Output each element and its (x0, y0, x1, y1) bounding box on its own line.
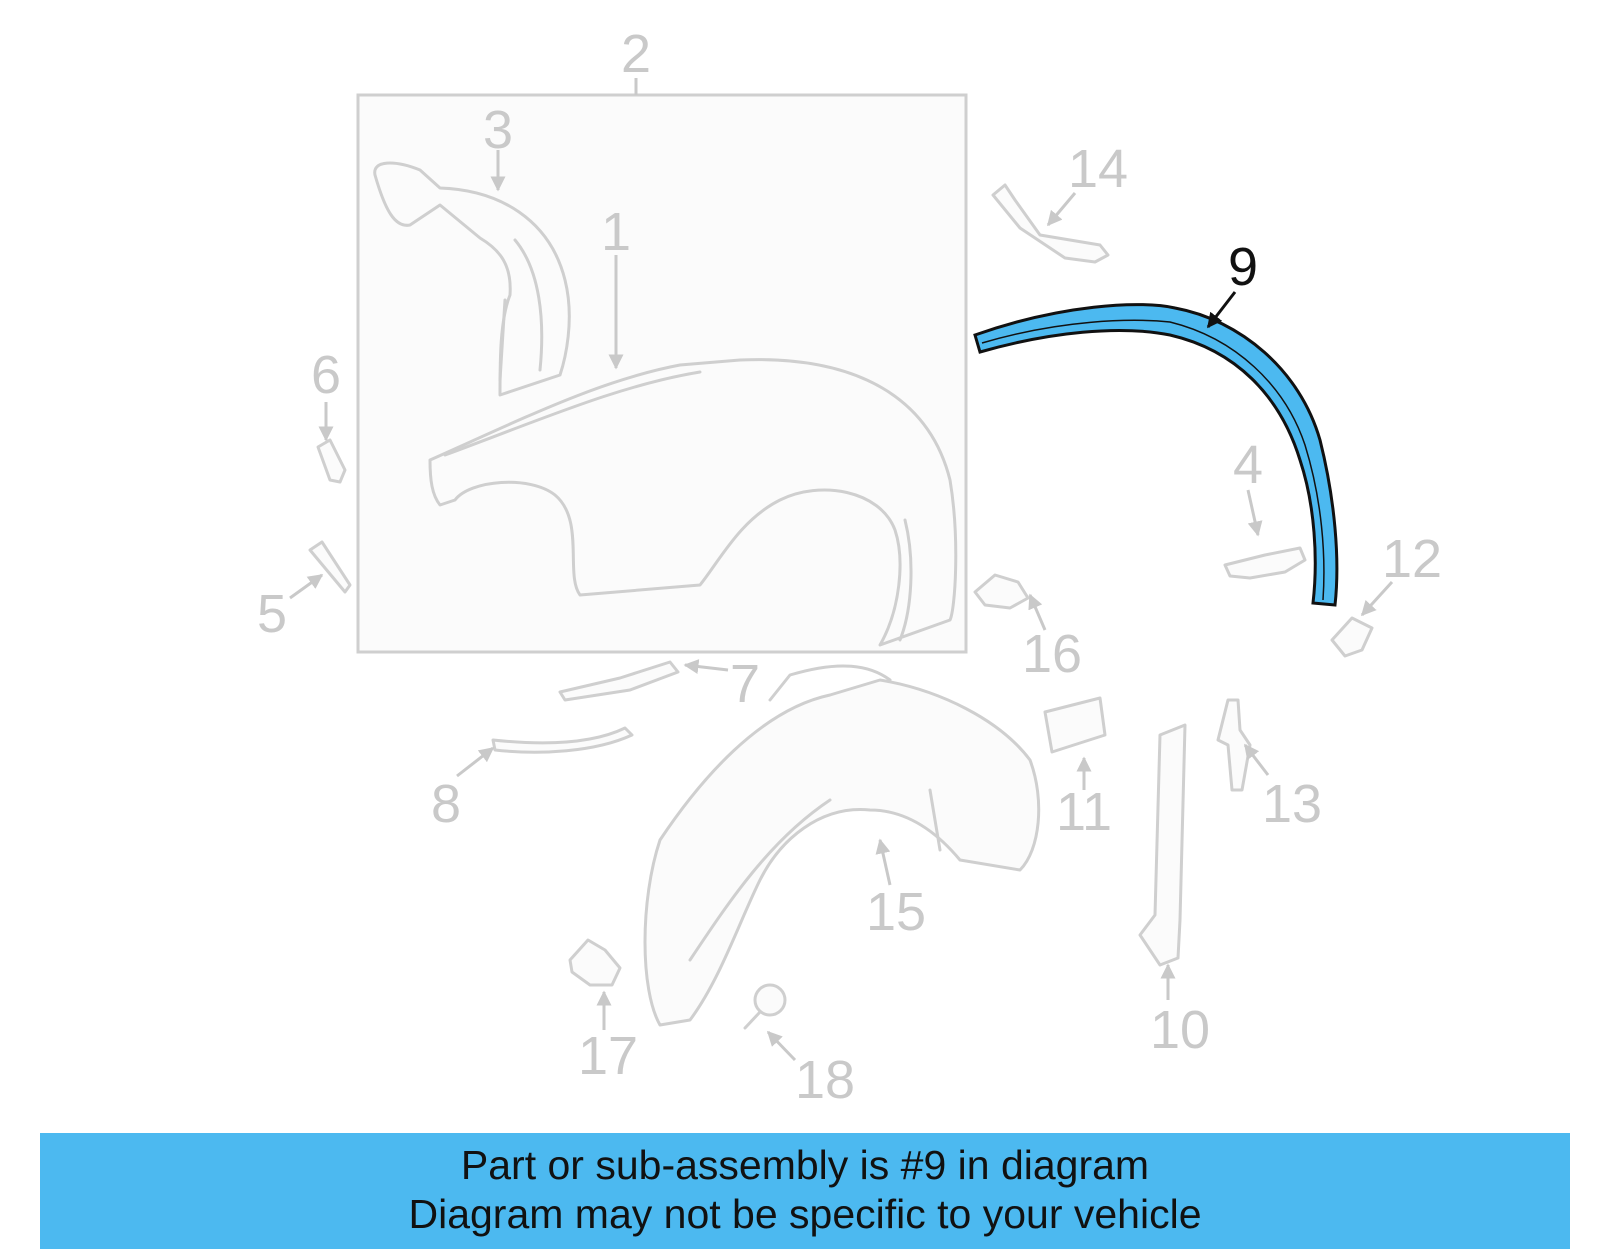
part-17-clip (568, 938, 622, 987)
part-1-fender (428, 358, 958, 647)
part-10-seal (1138, 723, 1187, 967)
leader-16 (1028, 593, 1047, 631)
leader-13 (1243, 743, 1270, 776)
part-18-screw (753, 983, 787, 1017)
callout-10: 10 (1150, 1000, 1210, 1060)
part-5-bracket (308, 540, 352, 594)
callout-18: 18 (795, 1050, 855, 1110)
part-4-clip (1223, 546, 1307, 580)
part-6-clip (316, 438, 347, 484)
footer-line-disclaimer: Diagram may not be specific to your vehi… (408, 1191, 1202, 1237)
leader-8 (456, 746, 495, 778)
callout-9: 9 (1228, 237, 1258, 297)
callout-14: 14 (1068, 139, 1128, 199)
leader-4 (1246, 489, 1263, 537)
leader-12 (1360, 580, 1394, 617)
part-15-shield (643, 678, 1041, 1027)
part-14-bracket (991, 183, 1110, 264)
leader-7 (683, 659, 729, 675)
part-8-strip (491, 726, 634, 754)
parts-diagram: 2 3 1 6 5 14 9 4 12 16 7 8 11 13 15 10 1… (257, 24, 1442, 1110)
leader-18 (766, 1030, 797, 1062)
leader-5 (289, 573, 324, 600)
footer-line-part: Part or sub-assembly is #9 in diagram (460, 1142, 1150, 1188)
part-12-pad (1330, 616, 1374, 658)
callout-1: 1 (601, 202, 631, 262)
callout-15: 15 (866, 882, 926, 942)
callout-2: 2 (621, 24, 651, 84)
callout-12: 12 (1382, 529, 1442, 589)
leader-9 (1206, 291, 1237, 329)
callout-11: 11 (1056, 782, 1112, 842)
part-13-pin (1216, 698, 1252, 792)
callout-7: 7 (730, 654, 760, 714)
part-3-liner (373, 161, 571, 397)
callout-5: 5 (257, 584, 287, 644)
callout-8: 8 (431, 774, 461, 834)
part-7-seal (558, 660, 680, 702)
footer-banner: Part or sub-assembly is #9 in diagram Di… (40, 1133, 1570, 1249)
callout-6: 6 (311, 345, 341, 405)
callout-13: 13 (1262, 774, 1322, 834)
leader-15 (875, 838, 892, 886)
callout-17: 17 (578, 1026, 638, 1086)
callout-4: 4 (1233, 435, 1263, 495)
part-11-pad (1043, 696, 1107, 754)
callout-3: 3 (483, 100, 513, 160)
callout-16: 16 (1022, 624, 1082, 684)
part-16-nut (973, 573, 1030, 610)
leader-14 (1046, 192, 1077, 227)
